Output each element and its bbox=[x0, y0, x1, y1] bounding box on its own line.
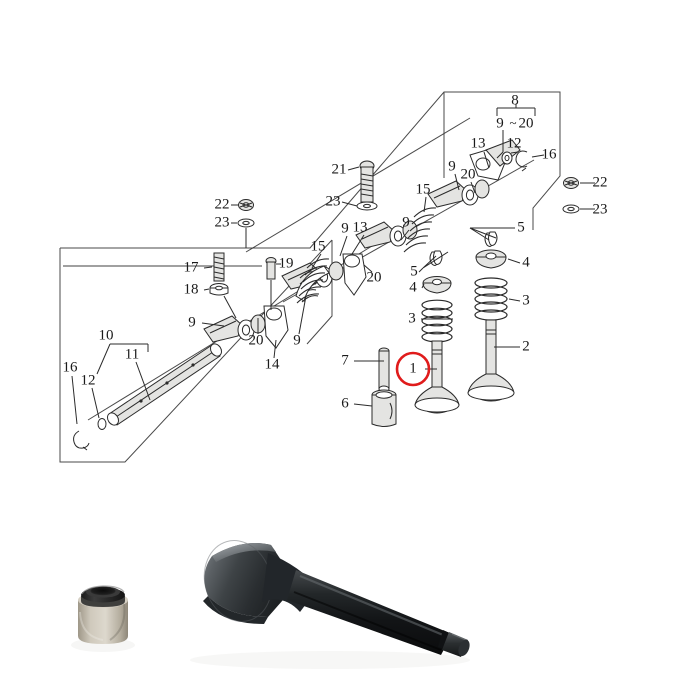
washer-23-right bbox=[562, 204, 580, 214]
callout-number-~: ~ bbox=[509, 115, 516, 130]
callout-number-10: 10 bbox=[99, 327, 114, 343]
rocker-arm-group-left bbox=[203, 305, 289, 349]
bolt-19 bbox=[265, 257, 277, 280]
callout-number-13: 13 bbox=[353, 219, 368, 235]
valve-assembly-right bbox=[467, 231, 515, 402]
callout-number-3: 3 bbox=[408, 310, 416, 326]
callout-number-20: 20 bbox=[519, 115, 534, 131]
engine-valve-photo bbox=[190, 540, 470, 669]
callout-number-21: 21 bbox=[332, 161, 347, 177]
callout-number-5: 5 bbox=[517, 219, 525, 235]
callout-number-11: 11 bbox=[125, 346, 139, 362]
callout-number-20: 20 bbox=[249, 332, 264, 348]
callout-number-3: 3 bbox=[522, 292, 530, 308]
callout-number-20: 20 bbox=[367, 269, 382, 285]
callout-number-20: 20 bbox=[461, 166, 476, 182]
callout-number-13: 13 bbox=[471, 135, 486, 151]
callout-number-9: 9 bbox=[188, 314, 196, 330]
callout-number-8: 8 bbox=[511, 92, 519, 108]
valve-lifter-6 bbox=[371, 389, 397, 427]
rocker-arm-group-mid2 bbox=[355, 220, 418, 249]
bolt-21 bbox=[356, 160, 378, 211]
callout-number-15: 15 bbox=[416, 181, 431, 197]
callout-number-23: 23 bbox=[215, 214, 230, 230]
leader-lines bbox=[71, 104, 595, 425]
callout-number-9: 9 bbox=[402, 214, 410, 230]
callout-number-9: 9 bbox=[341, 220, 349, 236]
callout-number-9: 9 bbox=[293, 332, 301, 348]
callout-number-15: 15 bbox=[311, 238, 326, 254]
callout-number-9: 9 bbox=[496, 115, 504, 131]
callout-number-18: 18 bbox=[184, 281, 199, 297]
highlight-ring-part-1 bbox=[395, 351, 431, 387]
callout-number-7: 7 bbox=[341, 352, 349, 368]
valve-stem-seal-photo bbox=[71, 585, 135, 652]
washer-23-left bbox=[237, 218, 255, 228]
callout-number-4: 4 bbox=[409, 279, 417, 295]
callout-number-23: 23 bbox=[326, 193, 341, 209]
nut-18 bbox=[209, 283, 229, 296]
stud-17 bbox=[213, 252, 225, 282]
nut-22-right bbox=[563, 177, 579, 189]
callout-number-22: 22 bbox=[215, 196, 230, 212]
callout-number-17: 17 bbox=[184, 259, 200, 275]
callout-number-22: 22 bbox=[593, 174, 608, 190]
push-rod-7 bbox=[378, 347, 390, 393]
callout-number-19: 19 bbox=[279, 255, 294, 271]
nut-22-left bbox=[238, 199, 254, 211]
callout-number-12: 12 bbox=[81, 372, 96, 388]
callout-number-1: 1 bbox=[409, 360, 417, 376]
callout-number-23: 23 bbox=[593, 201, 608, 217]
callout-number-12: 12 bbox=[507, 135, 522, 151]
rocker-spring-left bbox=[295, 258, 330, 304]
callout-number-4: 4 bbox=[522, 254, 530, 270]
callout-number-9: 9 bbox=[448, 158, 456, 174]
callout-number-6: 6 bbox=[341, 395, 349, 411]
callout-number-5: 5 bbox=[410, 263, 418, 279]
valve-assembly-middle bbox=[414, 250, 460, 414]
callout-number-16: 16 bbox=[542, 146, 558, 162]
rocker-shaft-assembly bbox=[73, 343, 223, 451]
callout-number-16: 16 bbox=[63, 359, 79, 375]
callout-number-14: 14 bbox=[265, 356, 281, 372]
retaining-clip-16-right bbox=[501, 150, 528, 172]
callout-number-2: 2 bbox=[522, 338, 530, 354]
